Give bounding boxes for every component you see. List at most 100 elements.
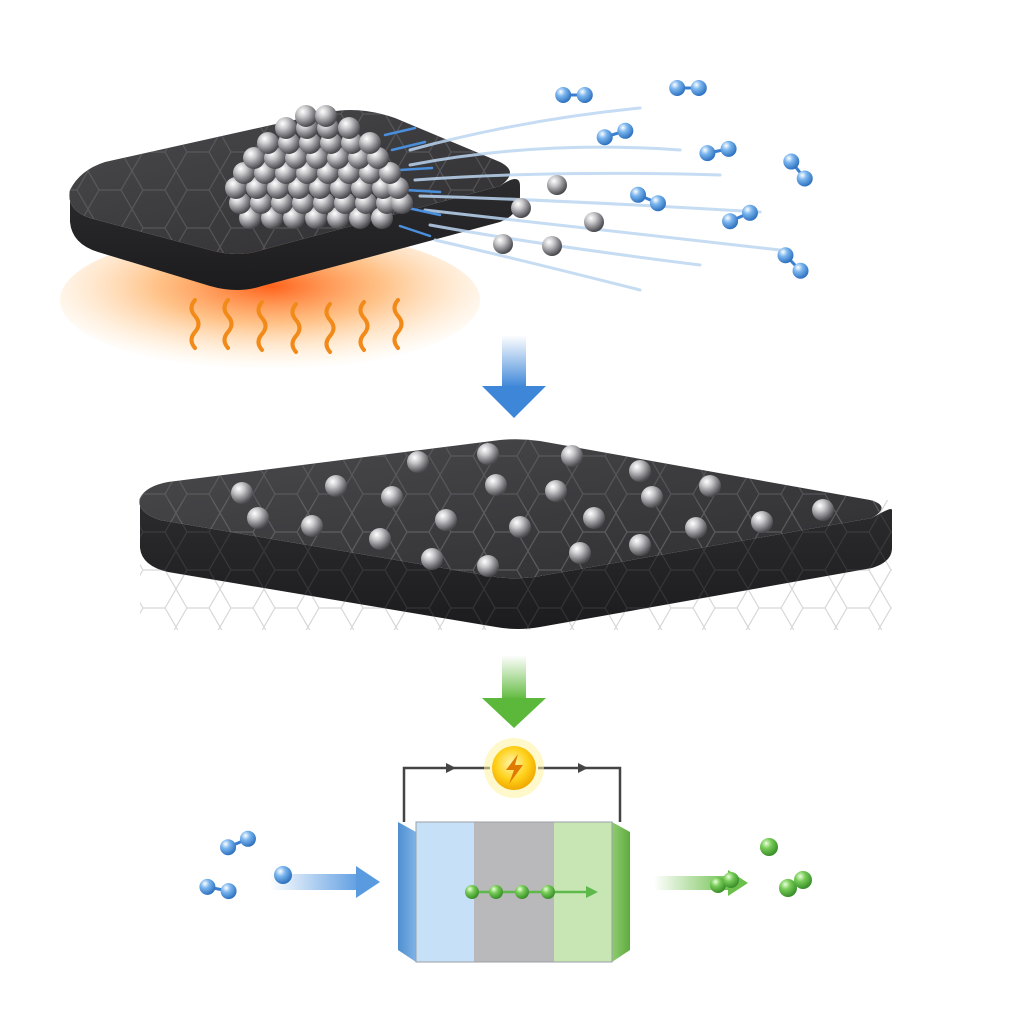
gas-molecule (699, 140, 737, 162)
atom (239, 830, 256, 847)
nanoparticle-cluster (225, 105, 413, 229)
gas-molecule (630, 186, 666, 212)
external-circuit (402, 738, 622, 822)
gas-molecule (555, 87, 593, 103)
metal-atom (359, 132, 381, 154)
atom (199, 878, 216, 895)
single-atom (699, 475, 721, 497)
atom (630, 186, 647, 203)
single-atom (485, 474, 507, 496)
single-atom (545, 480, 567, 502)
anode-side-face (398, 822, 416, 962)
ion (515, 885, 529, 899)
gas-molecule (722, 204, 758, 230)
metal-atom (243, 147, 265, 169)
atom (792, 262, 809, 279)
cell-outline (415, 821, 613, 963)
gas-molecule (669, 80, 707, 96)
gas-molecules (555, 80, 813, 279)
atom (779, 879, 797, 897)
gas-molecule (596, 122, 634, 146)
single-atom (629, 460, 651, 482)
metal-atom (547, 175, 567, 195)
atom (220, 839, 237, 856)
dispersed-single-atoms (231, 443, 834, 577)
atom (690, 80, 707, 96)
single-atom (509, 516, 531, 538)
single-atom (583, 507, 605, 529)
ejected-atoms (493, 175, 604, 256)
ion (541, 885, 555, 899)
panel-nanoparticle-on-heated-substrate (60, 80, 813, 370)
panel-electrochemical-cell (199, 738, 812, 963)
atom (777, 247, 794, 264)
atom (555, 87, 572, 103)
metal-atom (542, 236, 562, 256)
atom (794, 871, 812, 889)
substrate-side (69, 179, 520, 290)
arrow-right-icon (270, 866, 380, 898)
product-molecule (760, 838, 778, 856)
lightning-bolt-icon (506, 754, 523, 784)
single-atom (435, 509, 457, 531)
wire (402, 766, 490, 822)
metal-atom (257, 132, 279, 154)
atom (617, 122, 634, 139)
cathode-side-face (612, 822, 630, 962)
single-atom (301, 515, 323, 537)
anode-compartment (416, 822, 474, 962)
reactant-molecule (199, 878, 237, 900)
single-atom (751, 511, 773, 533)
atom (720, 140, 737, 157)
panel-single-atom-dispersed-substrate (139, 439, 892, 630)
product-molecule (710, 872, 739, 893)
atom (576, 87, 593, 103)
single-atom (477, 443, 499, 465)
reactant-molecule (220, 830, 256, 856)
atom (722, 213, 739, 230)
single-atom (421, 548, 443, 570)
heat-wave-icon (189, 298, 404, 354)
single-atom (247, 507, 269, 529)
metal-atom (315, 105, 337, 127)
atom (723, 872, 739, 888)
metal-atom (379, 162, 401, 184)
cell (398, 821, 630, 963)
transported-ions (465, 885, 555, 899)
metal-atom (493, 234, 513, 254)
single-atom (231, 482, 253, 504)
single-atom (569, 542, 591, 564)
wire (538, 766, 622, 822)
single-atom (561, 445, 583, 467)
gas-molecule (777, 247, 809, 279)
single-atom (629, 534, 651, 556)
blue-flow-lines (383, 126, 442, 238)
product-molecule (779, 871, 812, 897)
reactant-molecules (199, 830, 292, 900)
single-atom (407, 451, 429, 473)
atom (710, 877, 726, 893)
atom (669, 80, 686, 96)
single-atom (369, 528, 391, 550)
metal-atom (338, 117, 360, 139)
metal-atom (584, 212, 604, 232)
atom (649, 195, 666, 212)
single-atom (685, 517, 707, 539)
gas-flow-streaks (408, 106, 782, 292)
atom (783, 153, 800, 170)
reactant-molecule (274, 866, 292, 884)
single-atom (641, 486, 663, 508)
atom (220, 883, 237, 900)
atom (796, 170, 813, 187)
ion (465, 885, 479, 899)
product-molecules (710, 838, 812, 897)
arrow-down-icon (482, 335, 546, 418)
atom (699, 145, 716, 162)
atom (741, 204, 758, 221)
metal-atom (275, 117, 297, 139)
single-atom (812, 499, 834, 521)
metal-atom (295, 105, 317, 127)
ion (489, 885, 503, 899)
single-atom (381, 486, 403, 508)
